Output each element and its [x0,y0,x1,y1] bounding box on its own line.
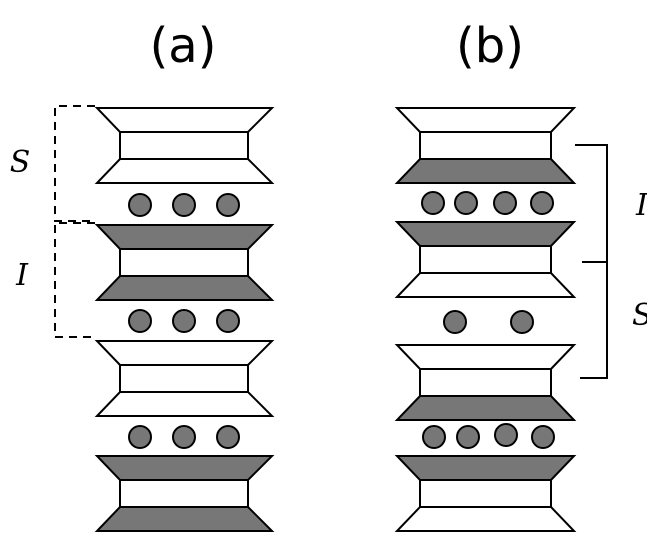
panel-b-ion [421,191,445,215]
panel-b-layer-4-bottom-trapezoid [394,506,577,532]
panel-a-bracket-top [54,105,95,222]
panel-b-layer-3-top-trapezoid [394,344,577,370]
panel-a-ion-row-3 [128,425,240,449]
panel-a-layer-3-white [94,340,275,417]
panel-a-layer-4-top-trapezoid [94,455,275,481]
panel-a-layer-1-core [119,131,249,160]
panel-b-layer-2-core [419,245,552,274]
panel-a-layer-2-bottom-trapezoid [94,275,275,301]
panel-b-ion-row-3 [422,423,555,449]
panel-b-ion [454,191,478,215]
panel-b-ion [531,425,555,449]
panel-a-ion [172,193,196,217]
panel-b-layer-4-core [419,479,552,508]
panel-b-ion [494,423,518,447]
panel-a-layer-3-top-trapezoid [94,340,275,366]
panel-a-layer-2-gray [94,224,275,301]
panel-a: S I [10,105,275,532]
panel-b-layer-3-bottom-trapezoid [394,395,577,421]
panel-b-layer-1 [394,107,577,184]
panel-b-ion-row-1 [421,191,554,215]
panel-a-layer-4-gray [94,455,275,532]
panel-b-title: (b) [456,18,524,74]
panel-b-bracket [575,144,608,379]
panel-b-bracket-label-top: I [635,188,647,223]
panel-a-layer-1-top-trapezoid [94,107,275,133]
panel-b-layer-2-bottom-trapezoid [394,272,577,298]
panel-b: I S [394,107,647,532]
panel-b-layer-4 [394,455,577,532]
panel-a-bracket-bottom [54,222,95,338]
panel-a-bracket-label-bottom: I [15,258,29,293]
panel-b-ion [456,425,480,449]
panel-a-layer-3-core [119,364,249,393]
panel-b-ion [443,310,467,334]
panel-a-ion [172,309,196,333]
panel-a-ion [128,425,152,449]
panel-a-layer-2-core [119,248,249,277]
panel-a-title: (a) [150,18,217,74]
panel-a-layer-1-bottom-trapezoid [94,158,275,184]
panel-a-ion [172,425,196,449]
panel-a-ion [216,193,240,217]
panel-a-ion-row-2 [128,309,240,333]
panel-b-ion [510,310,534,334]
panel-b-ion [530,191,554,215]
panel-b-layer-1-core [419,131,552,160]
panel-b-layer-3-core [419,368,552,397]
panel-a-ion-row-1 [128,193,240,217]
panel-a-ion [128,309,152,333]
panel-a-layer-2-top-trapezoid [94,224,275,250]
panel-b-ion [493,191,517,215]
panel-b-bracket-label-bottom: S [632,298,647,333]
panel-a-ion [216,425,240,449]
panel-b-layer-1-top-trapezoid [394,107,577,133]
panel-a-layer-4-core [119,479,249,508]
panel-b-layer-2 [394,221,577,298]
panel-a-bracket-label-top: S [10,145,31,180]
panel-b-ion [422,425,446,449]
panel-b-layer-3 [394,344,577,421]
panel-a-layer-1-white [94,107,275,184]
panel-a-ion [216,309,240,333]
panel-a-ion [128,193,152,217]
panel-b-layer-1-bottom-trapezoid [394,158,577,184]
panel-b-layer-2-top-trapezoid [394,221,577,247]
panel-b-ion-row-2 [443,310,534,334]
panel-b-layer-4-top-trapezoid [394,455,577,481]
panel-a-layer-3-bottom-trapezoid [94,391,275,417]
panel-a-layer-4-bottom-trapezoid [94,506,275,532]
